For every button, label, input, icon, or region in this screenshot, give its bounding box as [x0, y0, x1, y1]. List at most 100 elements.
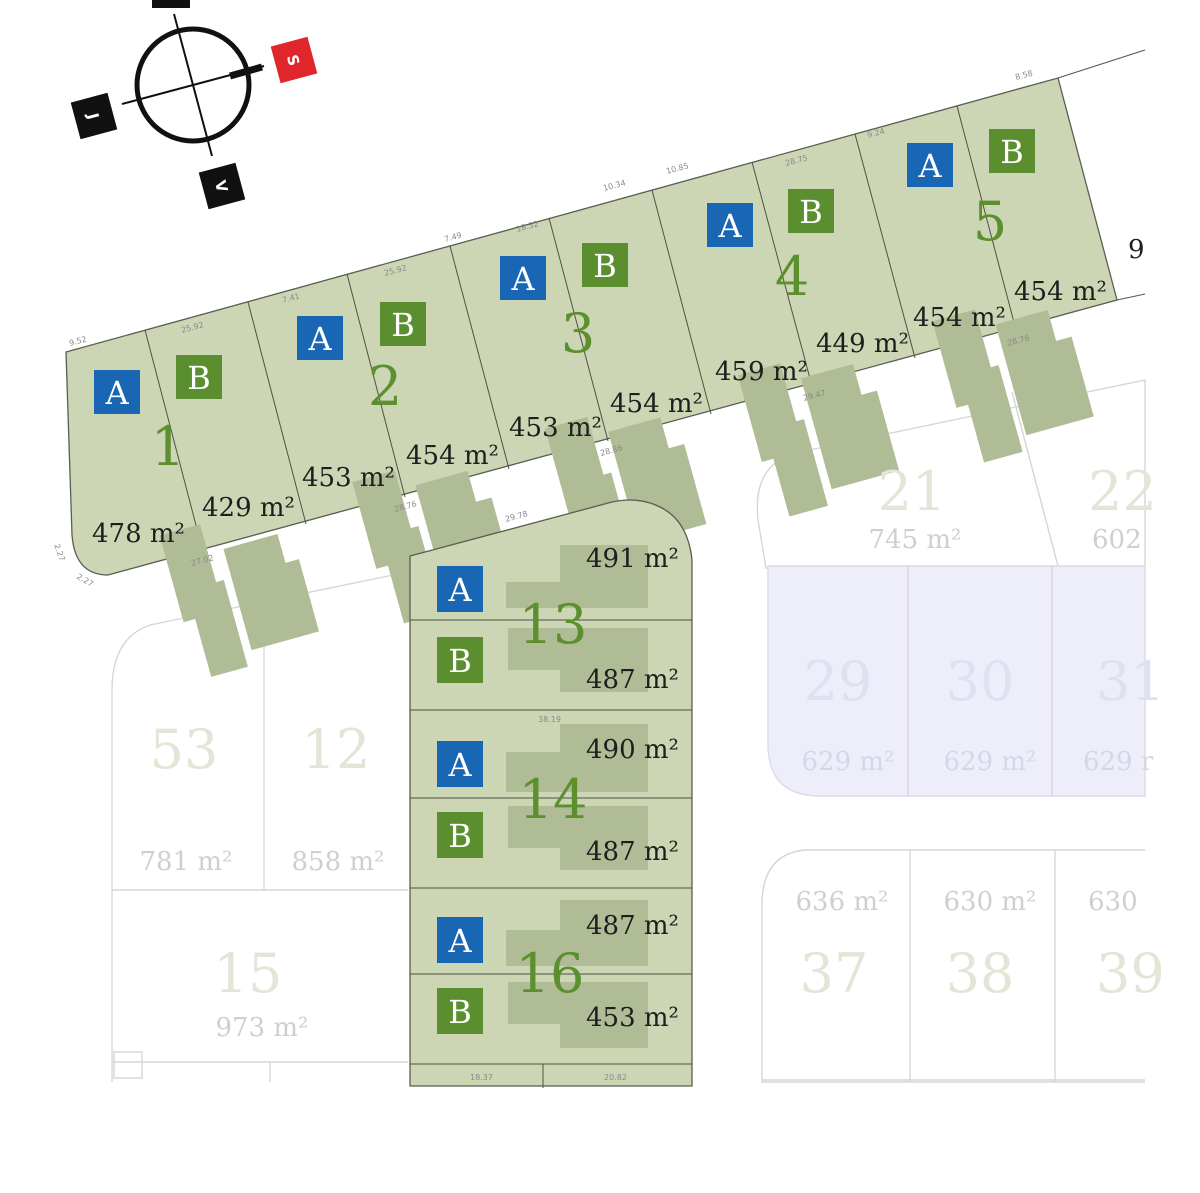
lot-14b-area: 487 m² [586, 837, 679, 867]
road-edge-bottom [1116, 293, 1146, 301]
dim-label: 2.27 [52, 543, 67, 563]
lot-1a-area: 478 m² [92, 519, 185, 549]
house-16a [506, 900, 648, 966]
lot-5a-area: 454 m² [913, 303, 1006, 333]
badge-2b: B [380, 302, 426, 346]
badge-1a: A [94, 370, 140, 414]
dim-label: 2.27 [75, 572, 95, 589]
dim-label: 7.41 [281, 292, 301, 305]
compass-axis-ns [173, 13, 213, 157]
badge-5b: B [989, 129, 1035, 173]
badge-14b: B [437, 812, 483, 858]
edge-lot-label: 9 [1128, 235, 1145, 265]
house-14b [508, 806, 648, 870]
house-5b [995, 310, 1094, 436]
road-edge-top [1057, 49, 1146, 79]
lot-15-area: 973 m² [216, 1013, 309, 1043]
unit-badges: A B A B A B A B A B A B A B A B [94, 129, 1035, 1034]
lot-4-number: 4 [775, 245, 809, 308]
compass-needle [229, 63, 263, 80]
highlighted-area-labels: 478 m² 429 m² 453 m² 454 m² 453 m² 454 m… [92, 277, 1107, 1033]
svg-text:B: B [187, 359, 211, 397]
house-16b [508, 982, 648, 1048]
svg-text:A: A [510, 260, 535, 298]
compass-v-label: V [211, 178, 231, 194]
lot-38-area: 630 m² [944, 887, 1037, 917]
lot-31-area: 629 r [1083, 747, 1154, 777]
compass-rose: S J V [70, 0, 318, 210]
svg-text:A: A [104, 374, 129, 412]
badge-14a: A [437, 741, 483, 787]
svg-text:A: A [447, 571, 472, 609]
lot-29-area: 629 m² [802, 747, 895, 777]
lot-2b-area: 454 m² [406, 441, 499, 471]
dim-label: 10.34 [602, 178, 626, 193]
house-4b [800, 364, 900, 490]
dim-label: 8.58 [1014, 69, 1034, 82]
lot-53-number: 53 [150, 718, 219, 781]
lot-37-area: 636 m² [796, 887, 889, 917]
dim-label: 10.85 [665, 161, 689, 176]
lot-39-area: 630 [1088, 887, 1138, 917]
house-14a [506, 724, 648, 792]
lot-37-number: 37 [800, 942, 869, 1005]
compass-s-label: S [283, 53, 303, 68]
lot-1-number: 1 [151, 415, 185, 478]
lot-53-area: 781 m² [140, 847, 233, 877]
dim-label: 18.37 [470, 1073, 493, 1082]
lot-30-area: 629 m² [944, 747, 1037, 777]
compass-j-marker: J [70, 92, 118, 140]
lot-15-number: 15 [214, 942, 283, 1005]
utility-box [113, 1051, 143, 1079]
svg-text:B: B [593, 247, 617, 285]
badge-3b: B [582, 243, 628, 287]
badge-16a: A [437, 917, 483, 963]
house-1b [223, 533, 320, 651]
badge-5a: A [907, 143, 953, 187]
svg-text:B: B [799, 193, 823, 231]
block-29-31 [767, 565, 1146, 797]
block-37-39 [761, 849, 1145, 1083]
lot-31-number: 31 [1096, 650, 1165, 713]
badge-13a: A [437, 566, 483, 612]
compass-v-marker: V [198, 162, 246, 210]
boundary-2-3 [449, 245, 510, 470]
lot-13a-area: 491 m² [586, 544, 679, 574]
lot-1b-area: 429 m² [202, 493, 295, 523]
boundary-3-4 [651, 189, 712, 415]
lot-14a-area: 490 m² [586, 735, 679, 765]
split-1 [144, 329, 204, 553]
lot-4a-area: 459 m² [715, 357, 808, 387]
row-lots-group [65, 77, 1118, 677]
highlighted-lot-numbers: 1 2 3 4 5 13 14 16 [151, 190, 1007, 1005]
svg-text:A: A [307, 320, 332, 358]
lot-16a-area: 487 m² [586, 911, 679, 941]
dim-label: 9.24 [866, 127, 886, 140]
boundary-1-2 [247, 301, 307, 525]
lot-13-number: 13 [519, 593, 588, 656]
badge-4b: B [788, 189, 834, 233]
lot-12-area: 858 m² [292, 847, 385, 877]
lot-16-number: 16 [516, 942, 585, 1005]
split-4 [751, 161, 813, 387]
svg-text:A: A [447, 922, 472, 960]
lot-5-number: 5 [973, 190, 1007, 253]
dim-label: 7.49 [443, 231, 463, 244]
lot-3b-area: 454 m² [610, 389, 703, 419]
house-4a [737, 363, 828, 517]
lot-22-number: 22 [1088, 460, 1157, 523]
svg-text:B: B [448, 817, 472, 855]
lot-22-area: 602 [1092, 525, 1142, 555]
lot-5b-area: 454 m² [1014, 277, 1107, 307]
compass-marker-top [152, 0, 190, 8]
badge-2a: A [297, 316, 343, 360]
lot-30-number: 30 [946, 650, 1015, 713]
svg-text:A: A [447, 746, 472, 784]
house-1a [159, 524, 248, 677]
boundary-4-5 [854, 133, 916, 359]
lot-3a-area: 453 m² [509, 413, 602, 443]
badge-4a: A [707, 203, 753, 247]
lot-14-number: 14 [519, 768, 588, 831]
dim-label: 9.52 [68, 335, 88, 348]
